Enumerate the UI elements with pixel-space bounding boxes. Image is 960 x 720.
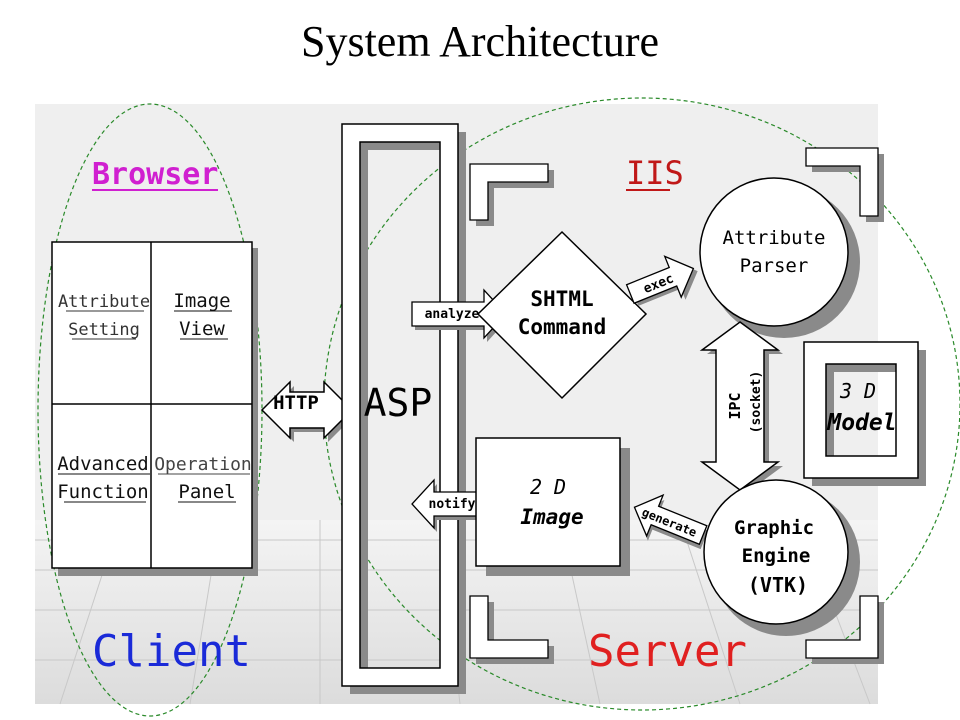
advanced-function-cell: Advanced Function	[57, 453, 150, 503]
svg-text:Advanced: Advanced	[57, 453, 149, 475]
svg-text:Attribute: Attribute	[58, 292, 150, 312]
http-arrow: HTTP	[260, 380, 356, 442]
browser-label: Browser	[92, 157, 218, 192]
operation-panel-cell: Operation Panel	[154, 454, 252, 503]
svg-text:Function: Function	[57, 481, 149, 503]
svg-text:Operation: Operation	[154, 454, 252, 475]
image-2d-line2: Image	[520, 505, 583, 529]
model-3d-node: 3 D Model	[803, 341, 926, 486]
svg-text:Panel: Panel	[178, 481, 235, 503]
attribute-parser-line2: Parser	[740, 255, 809, 277]
server-label: Server	[588, 626, 747, 677]
model-3d-line2: Model	[826, 410, 896, 436]
exec-arrow: exec	[625, 255, 698, 306]
image-2d-node: 2 D Image	[475, 437, 630, 576]
model-3d-line1: 3 D	[839, 379, 876, 403]
client-label: Client	[92, 626, 251, 677]
corner-brackets	[469, 147, 884, 664]
analyze-label: analyze	[425, 307, 480, 322]
shtml-command-diamond: SHTML Command	[476, 230, 648, 400]
graphic-engine-node: Graphic Engine (VTK)	[703, 479, 860, 636]
image-view-cell: Image View	[173, 290, 232, 340]
attribute-parser-line1: Attribute	[723, 227, 826, 249]
browser-panel: Attribute Setting Image View Advanced Fu…	[51, 241, 258, 576]
iis-label: IIS	[626, 154, 684, 192]
ipc-label: IPC	[726, 392, 744, 419]
graphic-engine-line3: (VTK)	[748, 573, 808, 597]
svg-text:Setting: Setting	[68, 320, 140, 340]
slide-title: System Architecture	[300, 17, 659, 66]
notify-label: notify	[429, 497, 476, 512]
attribute-parser-node: Attribute Parser	[699, 177, 860, 338]
ipc-arrow: IPC (socket)	[699, 321, 783, 494]
asp-label: ASP	[364, 381, 433, 425]
attribute-setting-cell: Attribute Setting	[58, 292, 150, 340]
svg-text:Image: Image	[173, 290, 230, 312]
graphic-engine-line1: Graphic	[734, 517, 814, 539]
image-2d-line1: 2 D	[530, 475, 566, 499]
shtml-label: SHTML	[530, 287, 593, 311]
svg-text:View: View	[179, 318, 225, 340]
http-label: HTTP	[273, 392, 319, 414]
notify-arrow: notify	[411, 478, 489, 532]
command-label: Command	[518, 315, 607, 339]
generate-arrow: generate	[633, 493, 709, 550]
graphic-engine-line2: Engine	[742, 545, 811, 567]
asp-block: ASP	[341, 123, 466, 694]
socket-label: (socket)	[749, 371, 764, 434]
